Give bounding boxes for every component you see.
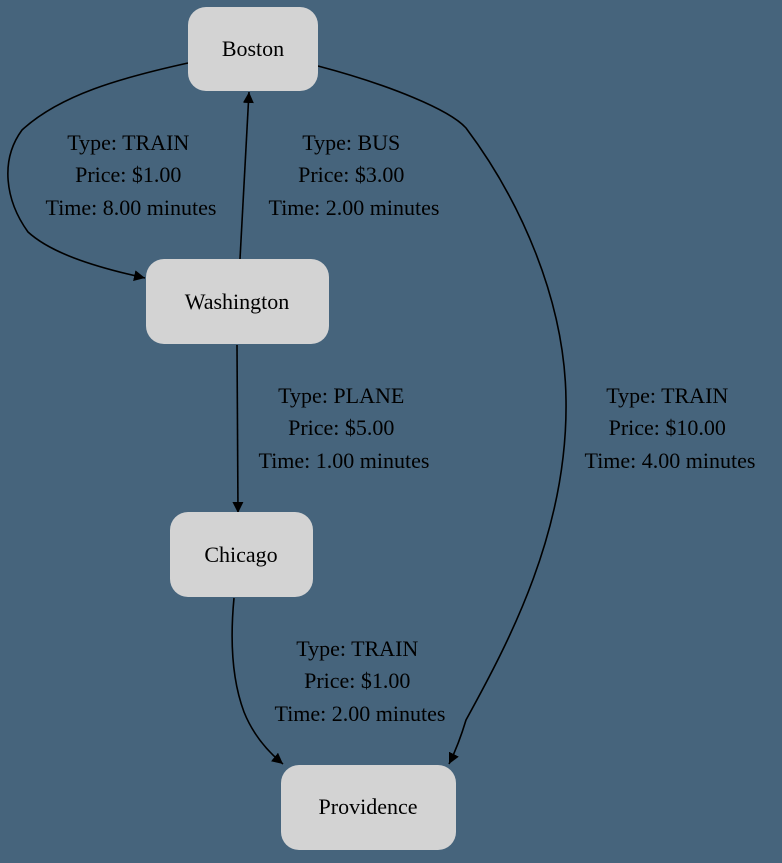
edge-time-label: Time: 4.00 minutes [585, 448, 756, 473]
edge-washington-boston: Type: BUS Price: $3.00 Time: 2.00 minute… [239, 91, 440, 260]
edge-boston-providence: Type: TRAIN Price: $10.00 Time: 4.00 min… [317, 65, 756, 765]
edge-price-label: Price: $3.00 [298, 162, 404, 187]
edge-label-boston-providence: Type: TRAIN Price: $10.00 Time: 4.00 min… [585, 383, 756, 473]
node-box [188, 7, 318, 91]
node-label-providence: Providence [319, 794, 418, 819]
edge-chicago-providence: Type: TRAIN Price: $1.00 Time: 2.00 minu… [231, 597, 446, 765]
edge-boston-washington: Type: TRAIN Price: $1.00 Time: 8.00 minu… [7, 62, 217, 282]
node-washington: Washington [146, 259, 329, 344]
node-box [170, 512, 313, 597]
edge-type-label: Type: PLANE [278, 383, 404, 408]
edge-line-washington-chicago [232, 344, 244, 514]
edge-type-label: Type: BUS [302, 130, 400, 155]
node-label-boston: Boston [222, 36, 284, 61]
edge-label-washington-chicago: Type: PLANE Price: $5.00 Time: 1.00 minu… [259, 383, 430, 473]
edge-price-label: Price: $5.00 [288, 415, 394, 440]
node-box [281, 765, 456, 850]
edge-line-washington-boston [239, 91, 254, 260]
node-boston: Boston [188, 7, 318, 91]
node-providence: Providence [281, 765, 456, 850]
node-box [146, 259, 329, 344]
edge-type-label: Type: TRAIN [296, 636, 418, 661]
node-label-chicago: Chicago [204, 542, 277, 567]
edge-type-label: Type: TRAIN [606, 383, 728, 408]
edge-price-label: Price: $1.00 [75, 162, 181, 187]
edge-time-label: Time: 2.00 minutes [275, 701, 446, 726]
edge-type-label: Type: TRAIN [67, 130, 189, 155]
node-chicago: Chicago [170, 512, 313, 597]
edge-time-label: Time: 1.00 minutes [259, 448, 430, 473]
node-label-washington: Washington [185, 289, 290, 314]
edge-line-boston-providence [317, 65, 567, 765]
edge-label-boston-washington: Type: TRAIN Price: $1.00 Time: 8.00 minu… [46, 130, 217, 220]
edge-washington-chicago: Type: PLANE Price: $5.00 Time: 1.00 minu… [232, 344, 430, 514]
edge-time-label: Time: 8.00 minutes [46, 195, 217, 220]
edge-price-label: Price: $1.00 [304, 668, 410, 693]
edge-price-label: Price: $10.00 [609, 415, 726, 440]
edge-label-chicago-providence: Type: TRAIN Price: $1.00 Time: 2.00 minu… [275, 636, 446, 726]
edge-line-boston-washington [7, 62, 189, 282]
edge-label-washington-boston: Type: BUS Price: $3.00 Time: 2.00 minute… [269, 130, 440, 220]
edge-time-label: Time: 2.00 minutes [269, 195, 440, 220]
edge-line-chicago-providence [231, 597, 284, 765]
